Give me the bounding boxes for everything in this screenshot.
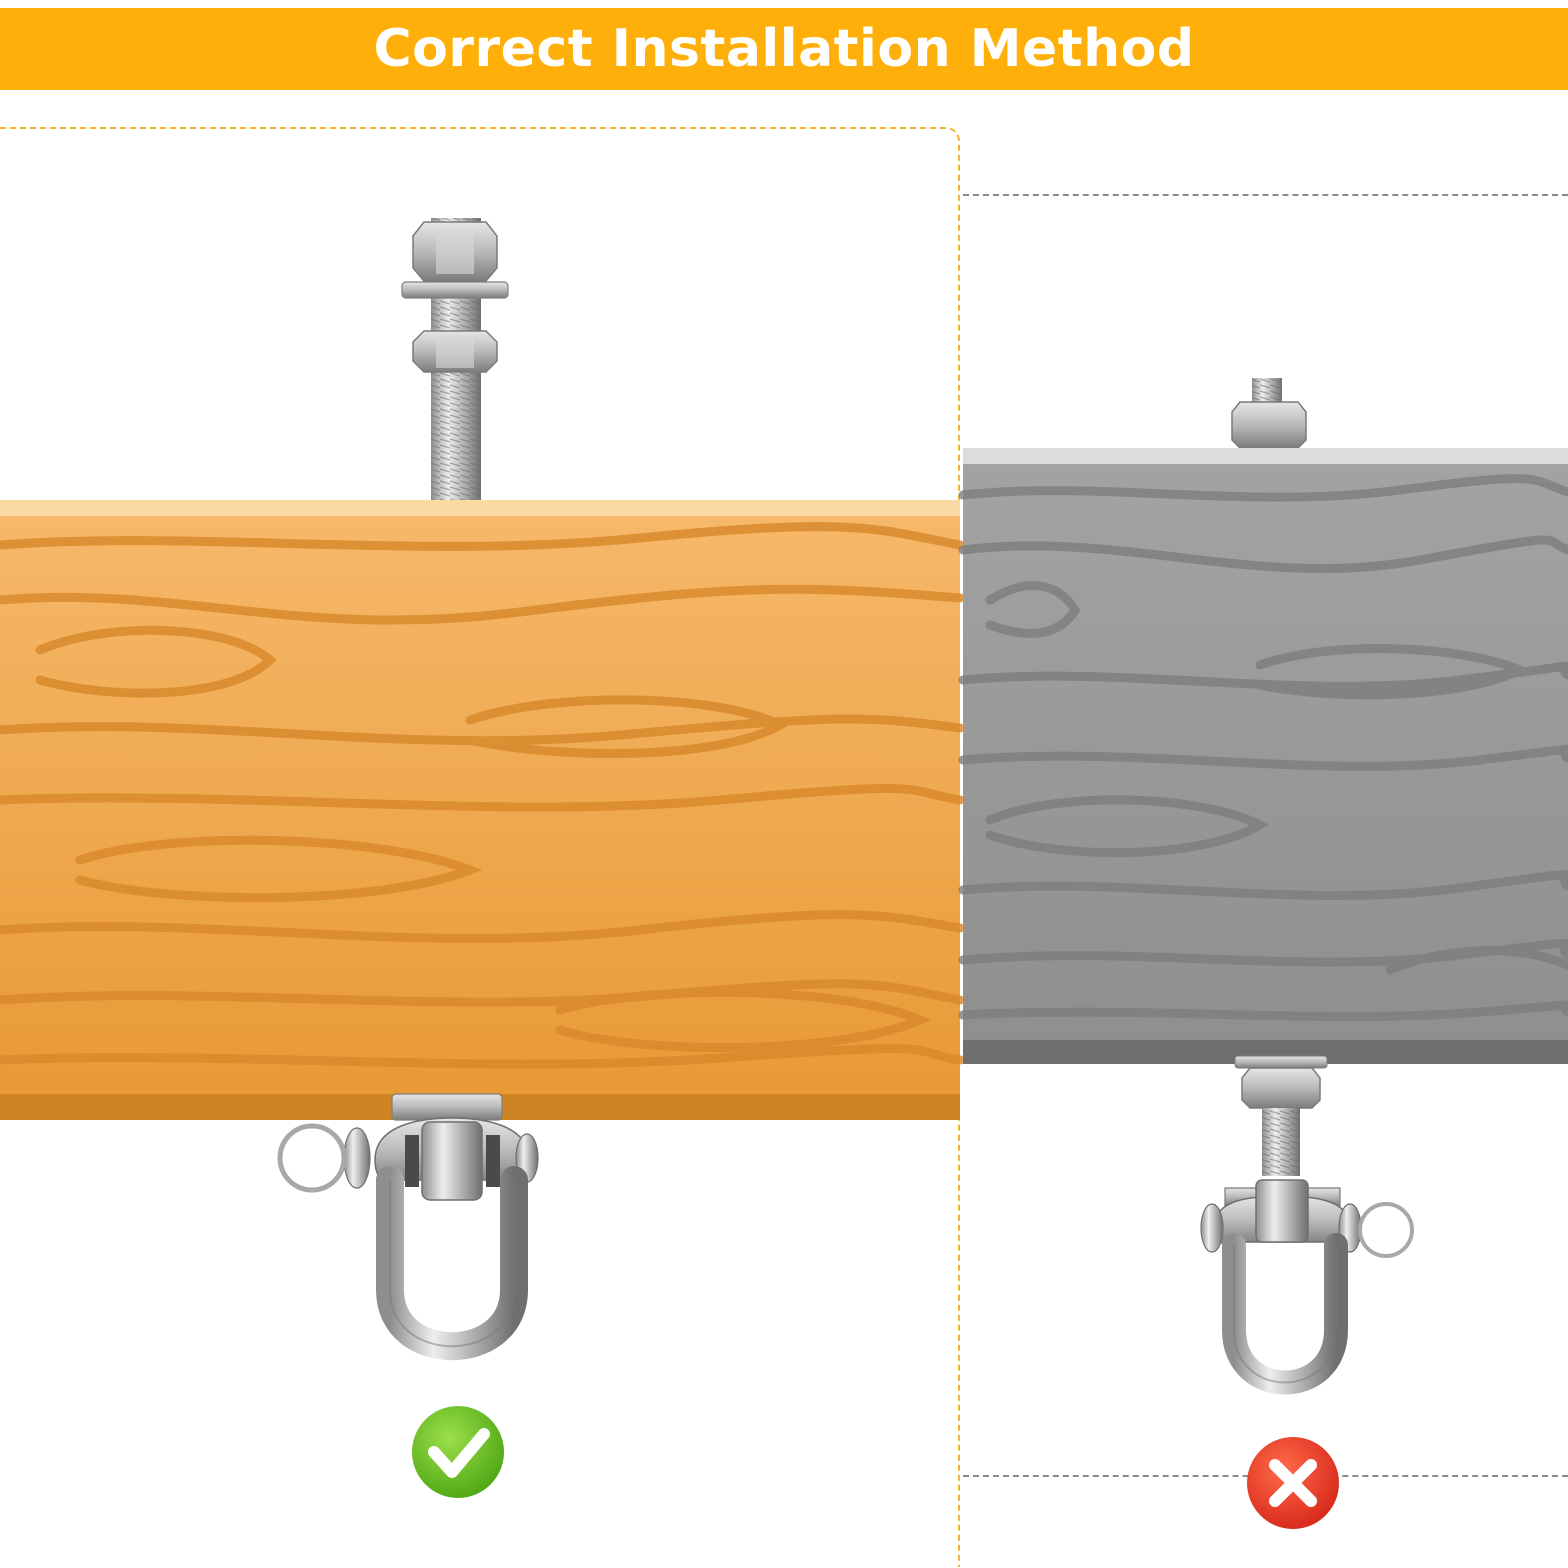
incorrect-installation bbox=[958, 378, 1568, 1529]
hex-nut-top bbox=[412, 221, 498, 282]
washer-top bbox=[401, 281, 509, 299]
incorrect-panel-top-border bbox=[963, 194, 1568, 196]
page-title: Correct Installation Method bbox=[373, 19, 1195, 79]
check-icon bbox=[412, 1406, 504, 1498]
cross-icon bbox=[1247, 1437, 1339, 1529]
title-banner: Correct Installation Method bbox=[0, 8, 1568, 90]
correct-installation bbox=[0, 218, 965, 1498]
wooden-beam bbox=[0, 500, 965, 1120]
swivel-hanger-loose bbox=[1200, 1055, 1414, 1395]
grey-beam bbox=[958, 448, 1568, 1064]
swivel-hanger bbox=[277, 1093, 539, 1361]
hex-nut-lower bbox=[412, 330, 498, 373]
short-stud-top bbox=[1231, 378, 1307, 449]
